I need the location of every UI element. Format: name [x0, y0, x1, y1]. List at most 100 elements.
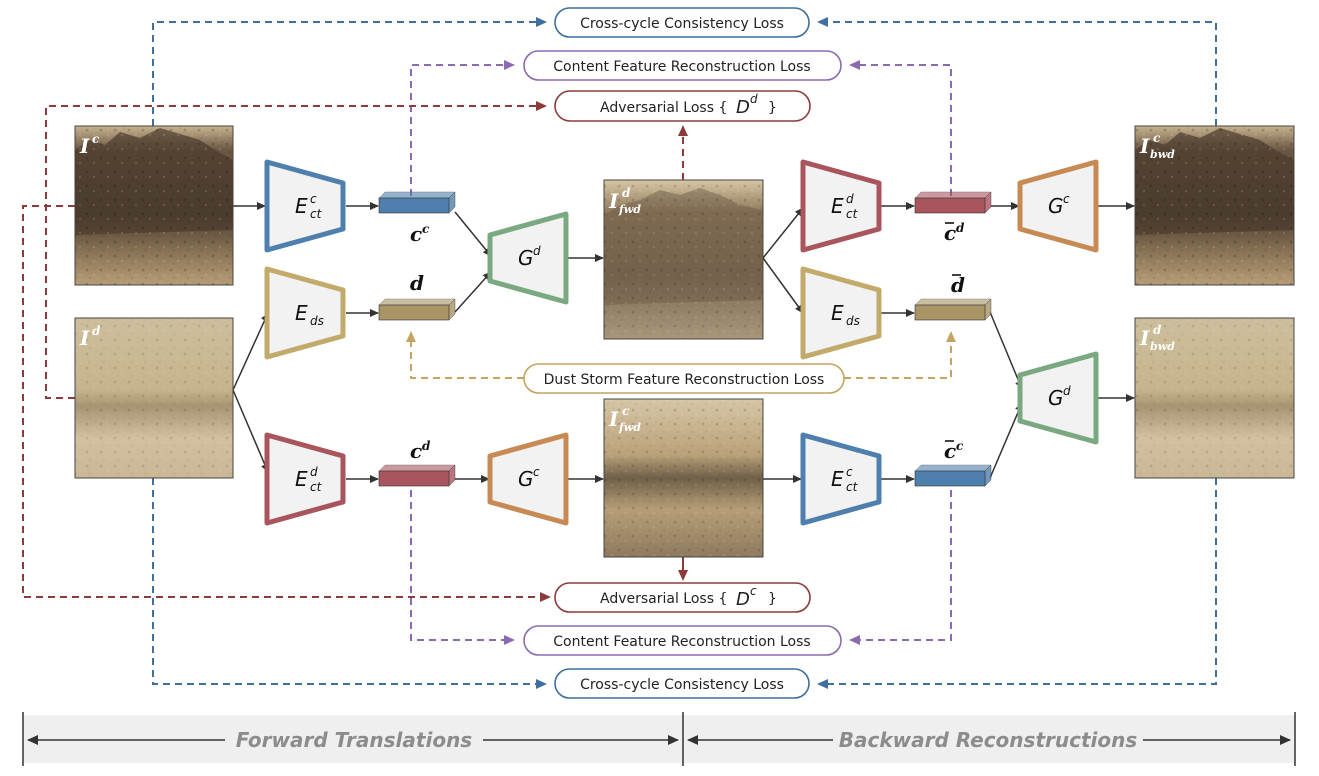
image-ibwd-c-sup: c [1153, 131, 1161, 145]
arrow-d-to-gd [454, 271, 492, 313]
module-label: G [1048, 194, 1064, 218]
arrow-ifwd-to-ect2 [762, 207, 804, 259]
image-ibwd-d: I d bwd [1134, 317, 1295, 479]
image-id-sup: d [92, 324, 101, 338]
image-ibwd-d-sup: d [1153, 323, 1162, 337]
loss-adv-top-disc: D [736, 97, 750, 118]
arrow-ifwd-to-eds2 [762, 257, 804, 314]
loss-adv-bottom-suffix: } [768, 591, 777, 607]
arrow-cbarc-to-gd2 [989, 402, 1023, 479]
module-label: E [831, 301, 844, 325]
feature-label: d [951, 273, 965, 297]
loss-dust-storm: Dust Storm Feature Reconstruction Loss [523, 363, 845, 394]
content-bottom-right-line [849, 490, 952, 645]
image-ibwd-d-label: I [1139, 326, 1150, 350]
feature-label: c [944, 439, 956, 463]
dust-left-line [406, 331, 524, 379]
image-ibwd-d-sub: bwd [1150, 340, 1175, 353]
module-sup: c [310, 192, 317, 206]
image-ifwd-c-sub: fwd [618, 421, 641, 434]
module-label: E [295, 301, 308, 325]
loss-cross-cycle-top: Cross-cycle Consistency Loss [554, 7, 810, 38]
content-top-left-line [410, 60, 515, 196]
image-ifwd-c-label: I [608, 407, 619, 431]
module-label: E [831, 194, 844, 218]
loss-adv-top-prefix: Adversarial Loss { [600, 100, 727, 116]
image-ifwd-d-label: I [608, 189, 619, 213]
loss-cross-cycle-bottom-label: Cross-cycle Consistency Loss [580, 677, 784, 693]
loss-content-top-label: Content Feature Reconstruction Loss [553, 59, 810, 75]
feature-d: d [378, 271, 456, 321]
loss-cross-cycle-top-label: Cross-cycle Consistency Loss [580, 16, 784, 32]
cross-cycle-bottom-right-line [817, 478, 1217, 689]
image-ifwd-d-sup: d [622, 186, 631, 200]
module-sub: ds [846, 314, 860, 328]
loss-adversarial-top: Adversarial Loss { D d } [554, 90, 811, 122]
module-sup: d [846, 192, 854, 206]
arrow-cc-to-gd [454, 211, 492, 257]
feature-dbar: d [914, 273, 992, 321]
arrow-id-to-eds [232, 312, 269, 391]
arrow-id-to-ect-d [232, 389, 269, 473]
image-ic: I c [74, 125, 234, 286]
feature-label: d [410, 271, 424, 295]
module-sup: c [1063, 192, 1070, 206]
loss-content-bottom: Content Feature Reconstruction Loss [523, 625, 842, 656]
module-label: E [295, 194, 308, 218]
module-sup: d [1063, 384, 1071, 398]
adv-bottom-left-line [22, 205, 551, 602]
loss-cross-cycle-bottom: Cross-cycle Consistency Loss [554, 668, 810, 699]
loss-adv-bottom-sup: c [750, 584, 757, 598]
loss-adv-top-sup: d [750, 92, 758, 106]
footer-backward-label: Backward Reconstructions [839, 728, 1138, 752]
image-ibwd-c: I c bwd [1134, 125, 1295, 286]
image-id: I d [74, 317, 234, 479]
feature-sup: c [422, 222, 430, 236]
loss-content-bottom-label: Content Feature Reconstruction Loss [553, 634, 810, 650]
image-ifwd-d-sub: fwd [618, 203, 641, 216]
module-sub: ct [310, 480, 323, 494]
module-label: E [831, 467, 844, 491]
module-sup: d [533, 244, 541, 258]
image-ibwd-c-sub: bwd [1150, 148, 1175, 161]
feature-sup: c [956, 439, 964, 453]
module-sub: ct [846, 480, 859, 494]
cross-cycle-bottom-left-line [152, 478, 547, 689]
loss-dust-storm-label: Dust Storm Feature Reconstruction Loss [544, 372, 825, 388]
loss-adv-bottom-disc: D [736, 589, 750, 610]
feature-label: c [944, 221, 956, 245]
module-sup: c [846, 465, 853, 479]
adv-top-left-line [45, 101, 547, 399]
module-sup: d [310, 465, 318, 479]
module-label: E [295, 467, 308, 491]
image-ifwd-c: I c fwd [603, 398, 764, 558]
cross-cycle-top-left-line [152, 17, 547, 126]
module-sub: ct [846, 207, 859, 221]
image-ifwd-d: I d fwd [603, 179, 764, 340]
content-top-right-line [849, 60, 952, 196]
loss-adv-top-suffix: } [768, 100, 777, 116]
content-bottom-left-line [410, 490, 515, 645]
loss-adv-bottom-prefix: Adversarial Loss { [600, 591, 727, 607]
module-label: G [518, 467, 534, 491]
footer: Forward Translations Backward Reconstruc… [22, 712, 1296, 766]
module-sub: ct [310, 207, 323, 221]
footer-forward-label: Forward Translations [236, 728, 473, 752]
dust-right-line [844, 331, 956, 379]
module-sup: c [533, 465, 540, 479]
image-ibwd-c-label: I [1139, 134, 1150, 158]
image-ic-label: I [79, 134, 90, 158]
loss-content-top: Content Feature Reconstruction Loss [523, 50, 842, 81]
